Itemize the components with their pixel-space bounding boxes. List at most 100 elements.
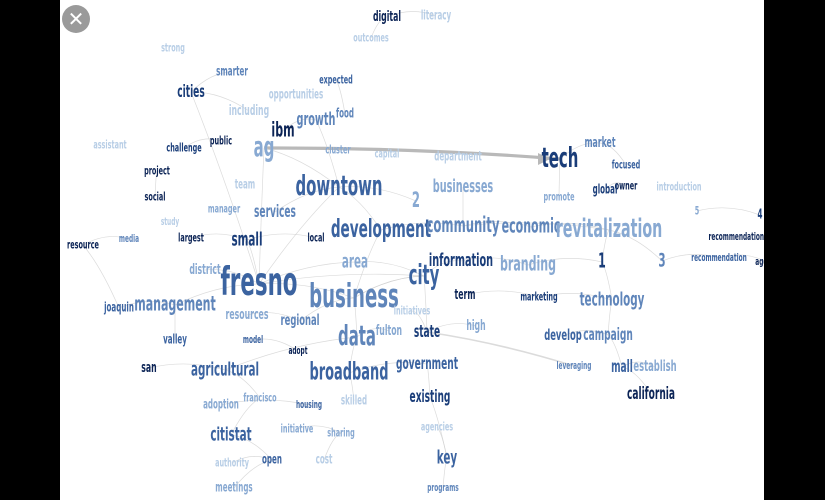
word-node-assistant: assistant (93, 139, 126, 152)
edge-city-business (353, 275, 425, 299)
word-node-recommendations: recommendations (709, 232, 764, 244)
word-node-citistat: citistat (210, 422, 251, 445)
edge-term-marketing (464, 290, 540, 298)
edge-data-agricultural (224, 336, 358, 371)
word-node-department: department (434, 149, 482, 165)
word-node-community: community (427, 214, 500, 238)
edge-government-existing (426, 363, 431, 398)
word-node-local: local (307, 232, 324, 245)
word-node-largest: largest (178, 232, 204, 245)
edge-community-economic (462, 221, 532, 228)
edge-layer (82, 11, 764, 489)
edge-recommendation-agency (718, 254, 764, 262)
word-node-fresno: fresno (221, 259, 298, 305)
word-node-including: including (229, 102, 269, 119)
edge-digital-literacy (386, 11, 437, 18)
edge-fresno-management (174, 283, 260, 306)
edge-cost-sharing (323, 432, 342, 461)
word-node-n1: 1 (598, 249, 606, 272)
edge-revitalization-n1 (601, 229, 610, 263)
edge-city-information (423, 260, 462, 277)
word-node-outcomes: outcomes (353, 32, 388, 45)
word-node-cities: cities (177, 82, 204, 101)
word-node-city: city (409, 260, 440, 291)
edge-ibm-growth (282, 118, 317, 132)
word-node-district: district (189, 261, 220, 278)
word-node-develop: develop (544, 326, 582, 344)
word-node-public: public (210, 135, 232, 148)
word-node-agencies: agencies (421, 421, 453, 434)
word-node-literacy: literacy (421, 8, 452, 24)
word-node-project: project (144, 165, 170, 178)
edge-resource-media (82, 236, 130, 246)
word-node-management: management (134, 292, 216, 315)
word-node-valley: valley (163, 332, 187, 348)
edge-n3-recommendation (661, 254, 720, 262)
edge-citistat-open (230, 434, 273, 461)
word-node-mall: mall (611, 357, 633, 376)
word-node-initiative: initiative (281, 423, 314, 436)
word-node-expected: expected (319, 74, 353, 87)
word-node-skilled: skilled (341, 393, 367, 409)
word-node-leveraging: leveraging (557, 361, 592, 373)
word-node-ibm: ibm (271, 118, 294, 141)
word-node-n5: 5 (695, 205, 700, 218)
word-node-opportunities: opportunities (269, 87, 324, 103)
word-node-state: state (414, 322, 440, 341)
edge-data-broadband (348, 336, 358, 374)
word-node-growth: growth (297, 109, 336, 130)
edge-san-agricultural (148, 363, 226, 371)
word-node-digital: digital (373, 8, 401, 25)
edge-data-fulton (356, 328, 390, 338)
edge-information-branding (460, 257, 529, 266)
word-node-fulton: fulton (376, 322, 402, 339)
edge-area-city (354, 261, 425, 277)
word-node-services: services (254, 202, 296, 221)
word-node-business: business (309, 278, 399, 315)
edge-revitalization-n3 (608, 229, 663, 262)
edge-key-agencies (436, 426, 448, 459)
edge-small-largest (190, 233, 248, 241)
word-node-agency: agency (755, 257, 764, 269)
word-node-housing: housing (296, 400, 322, 412)
word-node-resources: resources (226, 306, 269, 323)
word-node-ag: ag (254, 132, 275, 163)
word-node-adopt: adopt (288, 346, 307, 358)
word-node-team: team (235, 177, 255, 193)
word-node-california: california (627, 384, 675, 403)
word-node-technology: technology (580, 287, 645, 310)
word-node-meetings: meetings (215, 480, 253, 496)
edge-resources-regional (246, 312, 301, 322)
edge-agricultural-francisco (224, 369, 261, 399)
edge-downtown-n2 (338, 186, 417, 202)
word-node-promote: promote (544, 191, 575, 204)
word-node-high: high (466, 317, 485, 334)
edge-growth-downtown (315, 119, 340, 188)
word-node-model: model (243, 335, 263, 347)
edge-social-project (154, 170, 158, 198)
close-button[interactable]: ✕ (62, 5, 90, 33)
edge-global-owner (604, 182, 627, 191)
edge-ag-tech (263, 146, 561, 161)
edge-cities-including (190, 91, 250, 112)
edge-initiative-sharing (296, 425, 342, 434)
edge-business-regional (299, 297, 355, 322)
word-node-san: san (141, 359, 156, 376)
edge-downtown-services (274, 186, 340, 213)
word-node-recommendation: recommendation (691, 253, 747, 265)
word-node-adoption: adoption (203, 397, 239, 413)
word-node-regional: regional (280, 311, 319, 329)
edge-key-programs (442, 457, 448, 489)
word-node-study: study (161, 217, 180, 229)
word-node-food: food (336, 106, 354, 122)
edge-challenge-public (183, 138, 222, 149)
word-node-open: open (262, 452, 282, 468)
edge-business-data (353, 297, 358, 338)
edge-mall-establish (621, 361, 656, 368)
word-node-economic: economic (502, 214, 561, 237)
edge-francisco-citistat (230, 397, 261, 436)
word-node-global: global (593, 182, 618, 198)
edge-city-state (423, 275, 428, 333)
